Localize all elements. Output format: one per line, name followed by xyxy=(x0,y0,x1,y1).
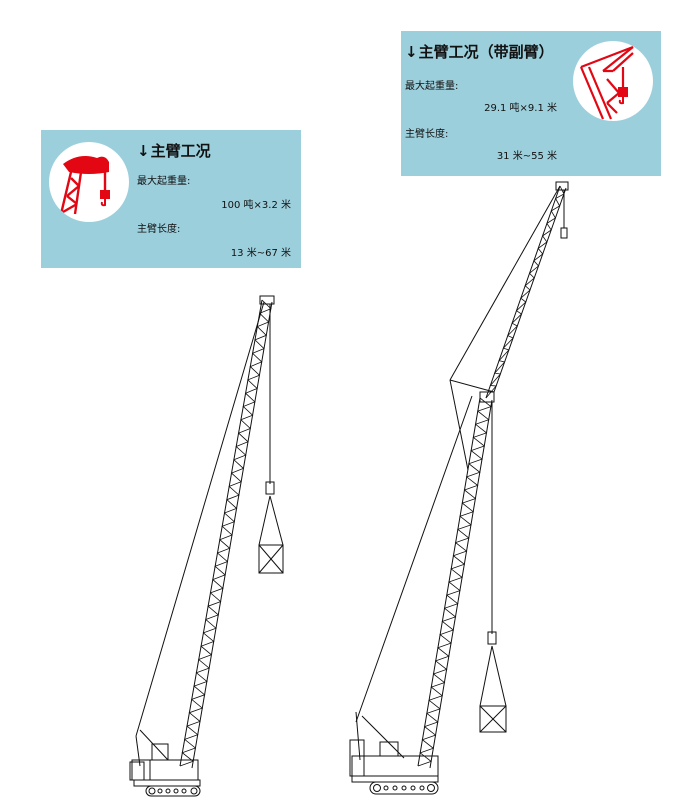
main-load-box xyxy=(258,544,284,574)
jib-sling xyxy=(479,645,493,707)
main-boom-lattice xyxy=(179,299,273,769)
main-sling xyxy=(269,495,284,546)
jib-max-load-value: 29.1 吨×9.1 米 xyxy=(484,103,557,114)
jib-crawler-track xyxy=(369,781,439,795)
main-boom-crane xyxy=(129,295,284,797)
jib-boom-length-value: 31 米~55 米 xyxy=(496,151,557,162)
main-crane-body xyxy=(129,729,201,787)
main-hook-block xyxy=(265,481,275,495)
main-boom-icon xyxy=(49,142,129,222)
jib-icon xyxy=(573,41,653,121)
jib-strut xyxy=(449,379,495,393)
main-max-load-label: 最大起重量: xyxy=(137,176,191,187)
main-crawler-track xyxy=(145,785,201,797)
jib-info-panel: ↓主臂工况（带副臂） 最大起重量: 29.1 吨×9.1 米 主臂长度: 31 … xyxy=(401,31,661,176)
jib-luffing-line xyxy=(355,395,473,723)
down-arrow-icon: ↓ xyxy=(405,43,418,61)
main-sling xyxy=(258,495,271,546)
main-boom-length-label: 主臂长度: xyxy=(137,224,181,235)
jib-title: ↓主臂工况（带副臂） xyxy=(405,41,554,62)
jib-max-load-label: 最大起重量: xyxy=(405,81,459,92)
lattice-zigzags xyxy=(179,185,565,767)
jib-main-boom-tip xyxy=(479,391,495,403)
main-boom-tip xyxy=(259,295,275,305)
jib-pendant xyxy=(449,185,561,381)
jib-load-box xyxy=(479,705,507,733)
main-boom-luffing-line xyxy=(135,301,265,737)
jib-back-stay xyxy=(449,379,469,471)
jib-title-text: 主臂工况（带副臂） xyxy=(418,43,554,61)
jib-hook-block xyxy=(487,631,497,645)
lattice-bracing xyxy=(485,185,565,399)
main-boom-title-text: 主臂工况 xyxy=(150,142,211,160)
lattice-bracing xyxy=(417,397,492,767)
jib-sling xyxy=(491,645,507,707)
main-boom-length-value: 13 米~67 米 xyxy=(230,248,291,259)
jib-crane-body xyxy=(349,711,439,783)
main-boom-info-panel: ↓主臂工况 最大起重量: 100 吨×3.2 米 主臂长度: 13 米~67 米 xyxy=(41,130,301,268)
jib-boom-length-label: 主臂长度: xyxy=(405,129,449,140)
jib-small-hook xyxy=(560,227,568,239)
lattice-bracing xyxy=(179,299,272,767)
jib-lattice xyxy=(485,185,567,399)
down-arrow-icon: ↓ xyxy=(137,142,150,160)
jib-crane xyxy=(349,181,569,795)
main-boom-title: ↓主臂工况 xyxy=(137,140,211,161)
main-max-load-value: 100 吨×3.2 米 xyxy=(221,200,291,211)
